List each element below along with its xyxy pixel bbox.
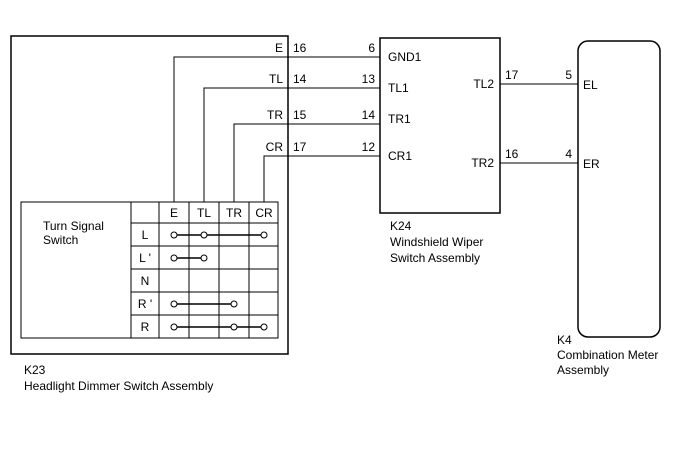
k24-terminal-tl1-label: TL1 (388, 81, 409, 95)
k4-terminal-el-label: EL (583, 78, 598, 92)
table-row-label-r: R (141, 320, 150, 334)
k4-terminal-er-label: ER (583, 157, 600, 171)
continuity-dot (260, 231, 268, 239)
k24-terminal-gnd1-label: GND1 (388, 50, 422, 64)
k23-name: Headlight Dimmer Switch Assembly (24, 379, 213, 393)
k23-terminal-tr-label: TR (267, 108, 283, 122)
table-row-label-l: L (142, 228, 149, 242)
k23-internal-wire-e (173, 56, 288, 202)
continuity-dot (170, 231, 178, 239)
k4-code: K4 (557, 333, 572, 347)
k24-terminal-tr2-label: TR2 (471, 156, 494, 170)
k24-pin-tr2: 16 (505, 147, 519, 161)
k23-outline (10, 35, 289, 355)
k23-internal-wire-tr (233, 123, 288, 202)
continuity-marks (170, 231, 268, 331)
table-col-tl: TL (197, 206, 211, 220)
k24-terminal-tl2-label: TL2 (473, 77, 494, 91)
switch-table-title-line2: Switch (43, 233, 78, 247)
k4-name-line1: Combination Meter (557, 348, 658, 362)
table-row-label-n: N (141, 274, 150, 288)
table-row-label-r-prime: R ' (138, 297, 152, 311)
k23-internal-wire-tl (203, 87, 288, 202)
k24-terminal-cr1-label: CR1 (388, 149, 412, 163)
k24-pin-tl1: 13 (362, 72, 376, 86)
k4-outline (577, 40, 661, 338)
k23-pin-tl: 14 (293, 72, 307, 86)
table-col-tr: TR (226, 206, 242, 220)
k24-pin-gnd1: 6 (368, 41, 375, 55)
k23-pin-cr: 17 (293, 140, 307, 154)
continuity-dot (230, 300, 238, 308)
k23-terminal-tl-label: TL (269, 72, 283, 86)
k23-pin-e: 16 (293, 41, 307, 55)
k24-name-line1: Windshield Wiper (390, 235, 483, 249)
switch-table-title-line1: Turn Signal (43, 219, 104, 233)
continuity-dot (230, 323, 238, 331)
k23-internal-wire-cr (263, 155, 288, 202)
k24-pin-tr1: 14 (362, 108, 376, 122)
table-col-e: E (170, 206, 178, 220)
k4-pin-er: 4 (565, 147, 572, 161)
k4-pin-el: 5 (565, 68, 572, 82)
k4-name-line2: Assembly (557, 363, 609, 377)
continuity-dot (170, 300, 178, 308)
k23-code: K23 (24, 363, 46, 377)
table-col-cr: CR (255, 206, 273, 220)
k23-terminal-e-label: E (275, 41, 283, 55)
continuity-dot (170, 323, 178, 331)
k24-pin-tl2: 17 (505, 68, 519, 82)
continuity-dot (260, 323, 268, 331)
k24-name-line2: Switch Assembly (390, 251, 480, 265)
k23-pin-tr: 15 (293, 108, 307, 122)
continuity-dot (200, 254, 208, 262)
k24-outline (379, 37, 501, 214)
table-row-label-l-prime: L ' (139, 251, 151, 265)
k24-terminal-tr1-label: TR1 (388, 112, 411, 126)
k24-pin-cr1: 12 (362, 140, 376, 154)
continuity-dot (200, 231, 208, 239)
turn-signal-switch-table: Turn Signal Switch E TL TR CR L L ' N R … (20, 201, 279, 339)
k23-terminal-cr-label: CR (266, 140, 284, 154)
k24-code: K24 (390, 219, 412, 233)
continuity-dot (170, 254, 178, 262)
